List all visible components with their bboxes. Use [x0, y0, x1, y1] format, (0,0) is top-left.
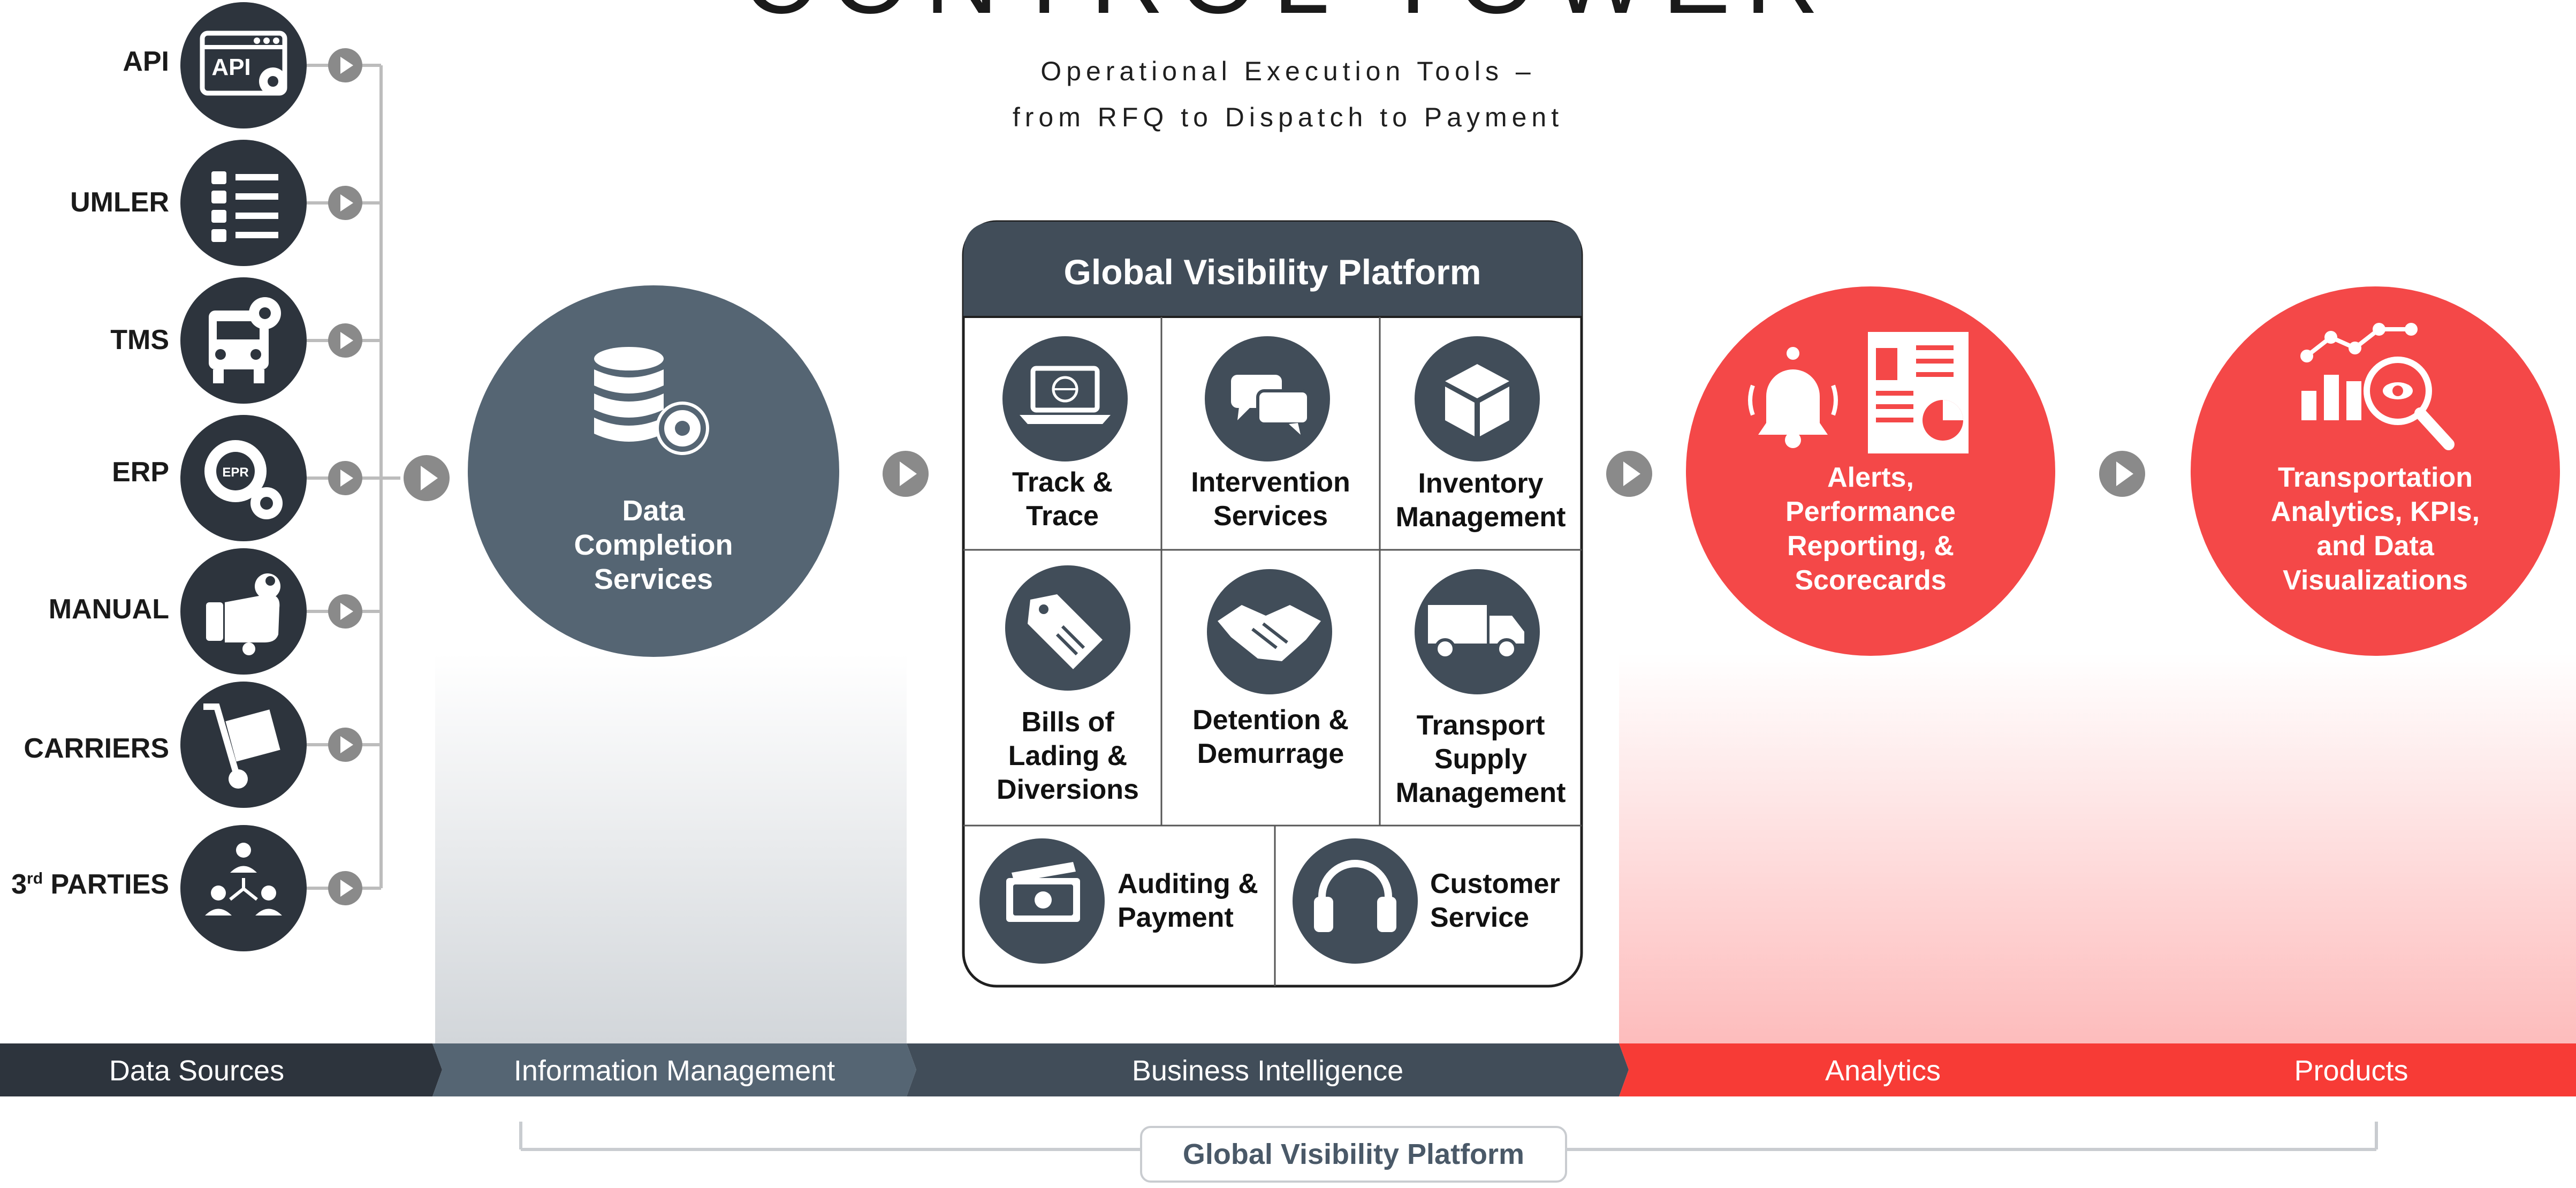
- cell-detention-demurrage: Detention &Demurrage: [1192, 705, 1349, 769]
- platform-title: Global Visibility Platform: [1063, 252, 1481, 292]
- source-icon-3rd-parties: [180, 825, 307, 951]
- source-icon-api: API: [180, 2, 307, 128]
- stage-bands: [0, 1043, 2576, 1096]
- data-completion-label: Data Completion Services: [574, 495, 733, 595]
- cell-track-trace: Track &Trace: [1012, 467, 1113, 532]
- inventory-box-icon: [1415, 336, 1540, 461]
- source-label-umler: UMLER: [70, 187, 169, 218]
- flow-arrow-sources-to-completion: [400, 452, 453, 504]
- band-products: Products: [2294, 1055, 2408, 1087]
- flow-arrow-completion-to-platform: [879, 448, 932, 500]
- source-icon-erp: EPR: [180, 415, 307, 541]
- alerts-circle: [1686, 286, 2055, 656]
- source-label-erp: ERP: [112, 457, 169, 488]
- analytics-backdrop: [1619, 653, 2576, 1044]
- source-icon-carriers: [180, 682, 307, 808]
- auditing-payment-cash-icon: [979, 838, 1105, 964]
- footer-platform-label: Global Visibility Platform: [1140, 1126, 1567, 1183]
- intervention-chat-icon: [1205, 336, 1330, 461]
- source-label-api: API: [123, 46, 169, 77]
- source-arrow-markers: [328, 48, 362, 905]
- source-label-carriers: CARRIERS: [24, 733, 169, 764]
- svg-text:API: API: [211, 54, 250, 80]
- flow-arrow-alerts-to-analytics: [2096, 448, 2148, 500]
- flow-arrow-platform-to-alerts: [1603, 448, 1655, 500]
- detention-handshake-icon: [1207, 569, 1332, 694]
- customer-service-headset-icon: [1293, 838, 1418, 964]
- band-information-management: Information Management: [513, 1055, 835, 1087]
- alerts-label: Alerts,Performance Reporting, &Scorecard…: [1785, 462, 1956, 596]
- transport-truck-icon: [1415, 569, 1540, 694]
- band-analytics: Analytics: [1825, 1055, 1941, 1087]
- source-label-tms: TMS: [110, 324, 169, 355]
- data-completion-circle: [468, 285, 839, 657]
- page-title: CONTROL TOWER: [0, 0, 2576, 36]
- svg-text:EPR: EPR: [222, 465, 248, 480]
- bills-of-lading-tag-icon: [1005, 565, 1130, 691]
- track-trace-laptop-icon: [1002, 336, 1128, 461]
- subtitle-line-1: Operational Execution Tools –: [1040, 56, 1536, 86]
- analytics-circle: [2191, 286, 2560, 656]
- source-label-manual: MANUAL: [48, 594, 169, 625]
- source-icon-tms: [180, 277, 307, 404]
- band-data-sources: Data Sources: [109, 1055, 285, 1087]
- subtitle-line-2: from RFQ to Dispatch to Payment: [1012, 102, 1564, 132]
- source-icon-manual: [180, 548, 307, 675]
- information-management-backdrop: [435, 653, 907, 1044]
- cell-auditing-payment: Auditing &Payment: [1118, 868, 1258, 933]
- source-icon-umler: [180, 140, 307, 266]
- source-label-3rd-parties: 3rd PARTIES: [11, 869, 169, 900]
- band-business-intelligence: Business Intelligence: [1131, 1055, 1404, 1087]
